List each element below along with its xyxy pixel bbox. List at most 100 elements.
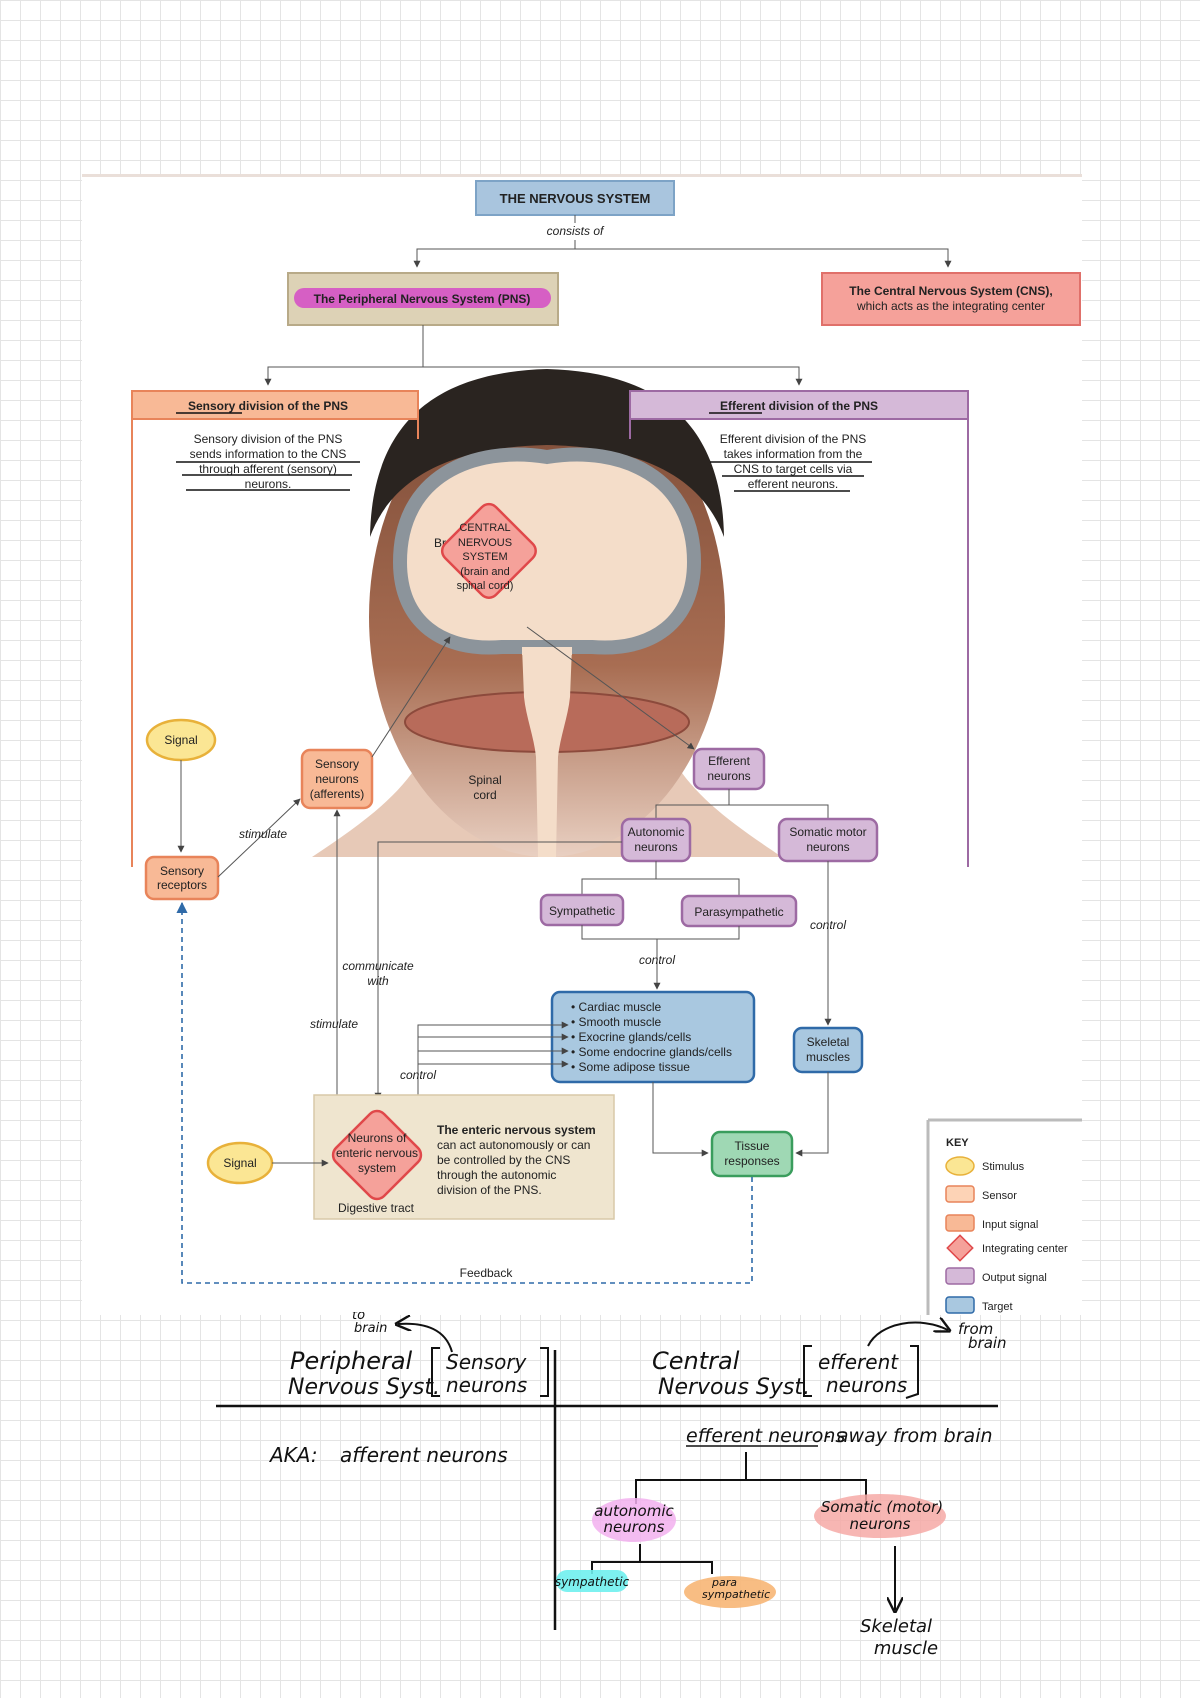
communicate-2: with [367,974,389,988]
enteric-desc-4: division of the PNS. [437,1183,542,1197]
tissue-responses-1: Tissue [735,1139,770,1153]
cns-label-line1: The Central Nervous System (CNS), [849,284,1052,298]
enteric-desc-1: can act autonomously or can [437,1138,590,1152]
efferent-desc-4: efferent neurons. [748,477,839,491]
efferent-division-header: Efferent division of the PNS [720,399,878,413]
note-autonomic: autonomic [594,1502,674,1520]
spinal-cord-label-1: Spinal [468,773,501,787]
note-sensory: Sensory [446,1350,528,1374]
head-illustration [312,369,782,857]
sensory-desc-2: sends information to the CNS [190,447,347,461]
diagram-title: THE NERVOUS SYSTEM [500,191,651,206]
note-efferent: efferent [818,1350,899,1374]
sensory-desc-3: through afferent (sensory) [199,462,337,476]
note-efferent-def: efferent neurons [686,1425,845,1447]
enteric-neurons-3: system [358,1161,396,1175]
signal-top: Signal [164,733,197,747]
note-cns-line2: Nervous Syst. [658,1375,810,1400]
spinal-cord-label-2: cord [473,788,496,802]
key-item-input-signal: Input signal [982,1219,1038,1231]
key-legend: KEY Stimulus Sensor Input signal Integra… [926,1118,1082,1315]
note-brain: brain [354,1321,387,1336]
note-pns-line1: Peripheral [290,1347,413,1375]
feedback-label: Feedback [460,1266,514,1280]
efferent-desc-2: takes information from the [724,447,863,461]
efferent-neurons-2: neurons [707,769,750,783]
somatic-motor-2: neurons [806,840,849,854]
parasympathetic-label: Parasympathetic [694,905,783,919]
note-skeletal: Skeletal [860,1616,932,1637]
tissue-responses-2: responses [724,1154,779,1168]
autonomic-neurons-1: Autonomic [628,825,685,839]
consists-of-label: consists of [547,224,605,238]
signal-bottom: Signal [223,1156,256,1170]
note-from: from [958,1320,993,1338]
key-item-target: Target [982,1301,1013,1313]
efferent-desc-1: Efferent division of the PNS [720,432,867,446]
sensory-neurons-1: Sensory [315,757,359,771]
target-4: • Some endocrine glands/cells [571,1045,732,1059]
enteric-neurons-1: Neurons of [348,1131,407,1145]
somatic-motor-1: Somatic motor [789,825,866,839]
control-label-3: control [400,1068,436,1082]
sensory-neurons-3: (afferents) [310,787,364,801]
key-item-stimulus: Stimulus [982,1161,1025,1173]
note-efferent-neurons: neurons [826,1373,907,1397]
cns-diamond-3: SYSTEM [462,551,507,563]
stimulate-label-2: stimulate [310,1017,358,1031]
sensory-neurons-2: neurons [315,772,358,786]
digestive-tract-label: Digestive tract [338,1201,415,1215]
note-somatic-neurons: neurons [850,1515,911,1533]
skeletal-muscles-1: Skeletal [807,1035,850,1049]
enteric-desc-title: The enteric nervous system [437,1123,596,1137]
note-somatic: Somatic (motor) [821,1498,943,1516]
note-sympathetic: sympathetic [555,1575,630,1589]
skeletal-muscles-2: muscles [806,1050,850,1064]
enteric-desc-3: through the autonomic [437,1168,556,1182]
note-afferent: afferent neurons [340,1443,508,1467]
efferent-neurons-1: Efferent [708,754,750,768]
note-aka: AKA: [268,1443,318,1467]
target-2: • Smooth muscle [571,1015,662,1029]
control-label-1: control [639,953,675,967]
cns-diamond-2: NERVOUS [458,537,512,549]
target-1: • Cardiac muscle [571,1000,662,1014]
sympathetic-label: Sympathetic [549,904,615,918]
key-item-integrating-center: Integrating center [982,1243,1068,1255]
note-pns-line2: Nervous Syst. [288,1375,440,1400]
autonomic-neurons-2: neurons [634,840,677,854]
key-item-output-signal: Output signal [982,1272,1047,1284]
control-label-2: control [810,918,846,932]
sensory-division-header: Sensory division of the PNS [188,399,348,413]
enteric-neurons-2: enteric nervous [336,1146,418,1160]
key-item-sensor: Sensor [982,1190,1017,1202]
efferent-desc-3: CNS to target cells via [734,462,853,476]
key-title: KEY [946,1137,969,1149]
note-parasympathetic: sympathetic [702,1588,770,1601]
note-muscle: muscle [874,1638,938,1659]
communicate-1: communicate [342,959,414,973]
note-away: - away from brain [824,1425,993,1447]
sensory-receptors-2: receptors [157,878,207,892]
nervous-system-diagram: THE NERVOUS SYSTEM consists of The Perip… [131,180,1082,1315]
handwritten-notes: to brain Peripheral Nervous Syst. Sensor… [216,1312,1007,1659]
note-cns-line1: Central [652,1347,740,1375]
sensory-desc-1: Sensory division of the PNS [194,432,343,446]
sensory-receptors-1: Sensory [160,864,204,878]
note-from-brain: brain [968,1334,1007,1352]
target-3: • Exocrine glands/cells [571,1030,691,1044]
enteric-desc-2: be controlled by the CNS [437,1153,570,1167]
sensory-desc-4: neurons. [245,477,292,491]
cns-diamond-1: CENTRAL [459,522,510,534]
cns-label-line2: which acts as the integrating center [856,299,1045,313]
note-neurons: neurons [446,1373,527,1397]
cns-diamond-4: (brain and [460,566,510,578]
stimulate-label-1: stimulate [239,827,287,841]
cns-diamond-5: spinal cord) [457,580,514,592]
diagram-panel: THE NERVOUS SYSTEM consists of The Perip… [82,174,1082,1315]
pns-label: The Peripheral Nervous System (PNS) [314,292,531,306]
spinal-cord-shape [522,647,572,857]
note-autonomic-neurons: neurons [604,1518,665,1536]
target-5: • Some adipose tissue [571,1060,690,1074]
note-para: para [711,1576,737,1589]
